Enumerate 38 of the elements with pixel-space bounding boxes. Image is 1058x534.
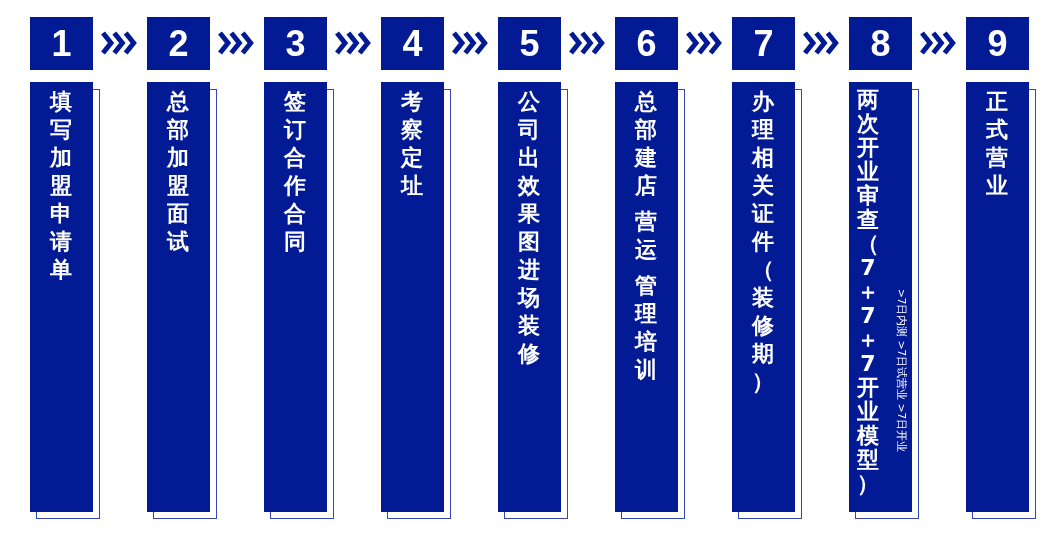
step-number: 4 — [381, 17, 444, 70]
chevron-arrow — [802, 30, 839, 56]
step-column — [615, 82, 685, 519]
chevron-arrow — [685, 30, 722, 56]
step-label: 办理相关证件（装修期） — [752, 88, 774, 396]
step-number: 8 — [849, 17, 912, 70]
step-label: 管理培训 — [635, 272, 657, 384]
step-number: 3 — [264, 17, 327, 70]
chevron-arrow — [100, 30, 137, 56]
step-number: 1 — [30, 17, 93, 70]
chevron-arrow — [217, 30, 254, 56]
chevron-arrow — [334, 30, 371, 56]
step-number: 9 — [966, 17, 1029, 70]
step-column — [732, 82, 802, 519]
step-column — [30, 82, 100, 519]
step-label: 考察定址 — [401, 88, 423, 200]
step-label: 总部加盟面试 — [167, 88, 189, 256]
step-label: 总部建店 — [635, 88, 657, 200]
step-number: 7 — [732, 17, 795, 70]
step-column — [849, 82, 919, 519]
step-label: 填写加盟申请单 — [50, 88, 72, 284]
step-label: 两次开业审查（7＋7＋7开业模型） — [857, 88, 879, 496]
step-column — [498, 82, 568, 519]
step-label: 公司出效果图进场装修 — [518, 88, 540, 368]
step-number: 5 — [498, 17, 561, 70]
step-column — [147, 82, 217, 519]
step-column — [381, 82, 451, 519]
chevron-arrow — [451, 30, 488, 56]
chevron-arrow — [919, 30, 956, 56]
step-note: >7日内测 >7日试营业 >7日开业 — [895, 289, 908, 455]
step-number: 2 — [147, 17, 210, 70]
step-column — [264, 82, 334, 519]
step-column — [966, 82, 1036, 519]
step-number: 6 — [615, 17, 678, 70]
step-label: 正式营业 — [986, 88, 1008, 200]
step-label: 签订合作合同 — [284, 88, 306, 256]
step-label: 营运 — [635, 208, 657, 264]
chevron-arrow — [568, 30, 605, 56]
